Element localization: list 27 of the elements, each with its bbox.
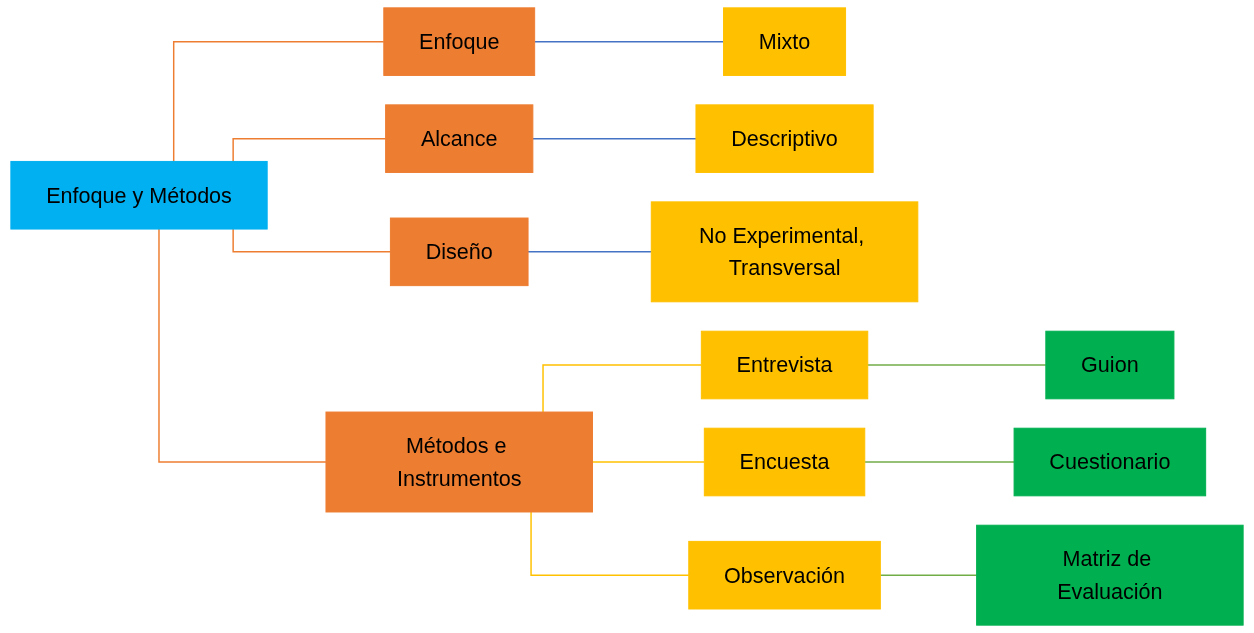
node-box: Métodos e Instrumentos [325, 411, 593, 513]
node-box: Encuesta [703, 427, 866, 497]
node-box: Cuestionario [1013, 427, 1207, 497]
connector [158, 228, 327, 463]
connector [879, 574, 978, 576]
node-box: Observación [688, 540, 881, 610]
node-box: Diseño [389, 217, 529, 287]
node-box: Guion [1045, 330, 1175, 400]
node-box: Enfoque y Métodos [10, 160, 268, 230]
node-box: Entrevista [700, 330, 869, 400]
node-box: Descriptivo [695, 104, 874, 173]
node-box: Enfoque [383, 7, 536, 76]
connector [232, 228, 392, 253]
connector [591, 461, 706, 463]
connector [864, 461, 1015, 463]
connector [867, 364, 1047, 366]
node-box: No Experimental, Transversal [650, 201, 919, 303]
connector [542, 364, 703, 413]
connector [532, 137, 697, 140]
connector [172, 40, 385, 163]
connector [533, 40, 725, 43]
node-box: Mixto [723, 7, 847, 76]
node-box: Matriz de Evaluación [976, 524, 1244, 626]
connector [530, 511, 690, 576]
connector [232, 137, 387, 163]
node-box: Alcance [385, 104, 534, 173]
connector [527, 251, 653, 253]
